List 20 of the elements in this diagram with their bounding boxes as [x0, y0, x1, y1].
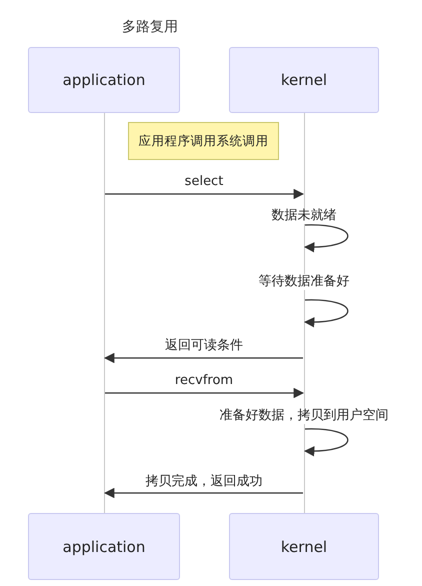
- self-message-arrow: [304, 428, 348, 456]
- message-label: 数据未就绪: [270, 208, 338, 224]
- message-arrow: [104, 352, 303, 364]
- message-arrow: [105, 188, 304, 200]
- note-box: 应用程序调用系统调用: [128, 122, 279, 160]
- message-label: 拷贝完成，返回成功: [144, 474, 264, 490]
- participant-box: kernel: [229, 513, 379, 580]
- self-message-arrow: [304, 299, 348, 328]
- lifeline: [303, 113, 305, 513]
- self-message-arrow: [304, 224, 348, 252]
- participant-box: application: [28, 513, 180, 580]
- message-label: 返回可读条件: [163, 338, 245, 354]
- message-label: 准备好数据，拷贝到用户空间: [218, 408, 390, 424]
- participant-box: application: [28, 47, 180, 113]
- message-label: 等待数据准备好: [256, 274, 352, 290]
- message-arrow: [105, 388, 304, 398]
- participant-box: kernel: [229, 47, 379, 113]
- lifeline: [103, 113, 105, 513]
- diagram-title: 多路复用: [122, 18, 178, 36]
- message-arrow: [104, 488, 303, 498]
